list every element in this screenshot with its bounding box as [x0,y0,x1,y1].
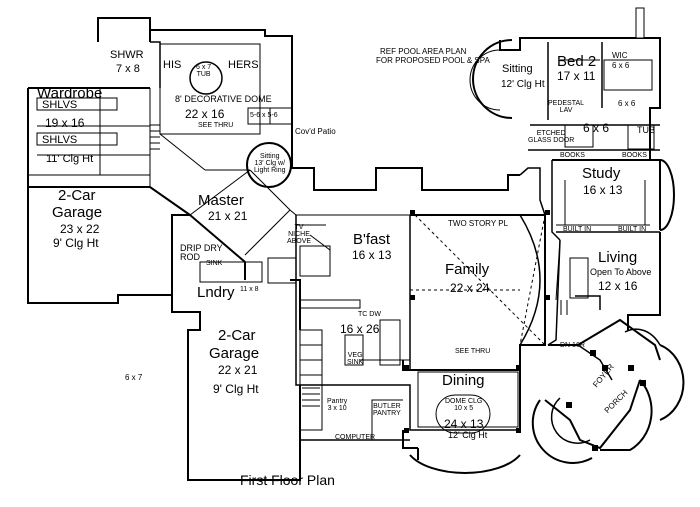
bed2-dim: 17 x 11 [557,69,596,83]
bfast-dim: 16 x 13 [352,248,392,262]
tv-niche-label: TV NICHE ABOVE [286,224,312,245]
stair-dn-label: DN 16R [560,342,585,349]
sitting-master-label: Sitting 13' Clg w/ Light Ring [254,153,286,174]
dining-label: Dining [442,372,485,389]
built-in-label-1: BUILT IN [563,226,592,233]
pool-note-line2: FOR PROPOSED POOL & SPA [376,56,490,65]
garage2-dim: 22 x 21 [218,363,258,377]
pool-note-line1: REF POOL AREA PLAN [380,47,467,56]
master-bath-dim: 22 x 16 [185,107,225,121]
garage2-label: 2-Car [218,327,256,344]
misc-dim: 6 x 7 [125,373,143,382]
living-label: Living [598,249,638,266]
kitchen-dim: 16 x 26 [340,322,380,336]
dining-dim: 24 x 13 [444,417,484,431]
dining-clg: 12' Clg Ht [448,430,488,440]
garage1-label: 2-Car [58,187,96,204]
garage2-label-b: Garage [209,345,260,362]
tub2-label: TUB [637,125,655,135]
wardrobe-dim: 19 x 16 [45,116,85,130]
study-label: Study [582,165,621,182]
etched-glass-label: ETCHED GLASS DOOR [528,130,575,144]
see-thru-dining: SEE THRU [455,348,491,355]
computer-label: COMPUTER [335,434,376,441]
shower-dim: 7 x 8 [116,63,140,75]
shower-label: SHWR [110,49,144,61]
decorative-dome-label: 8' DECORATIVE DOME [175,94,272,104]
plan-title: First Floor Plan [240,472,335,488]
garage1-dim: 23 x 22 [60,222,100,236]
laundry-label: Lndry [197,284,235,301]
veg-sink-label: VEG SINK [347,352,364,366]
bath2-dim: 6 x 6 [583,121,610,135]
sitting-bed-clg: 12' Clg Ht [501,79,545,90]
garage2-clg: 9' Clg Ht [213,382,259,396]
books-label-2: BOOKS [622,152,647,159]
bed2-label: Bed 2 [557,53,597,70]
study-dim: 16 x 13 [583,183,623,197]
dome-clg-label: DOME CLG 10 x 5 [445,398,483,412]
family-label: Family [445,261,490,278]
shelves-label-1: SHLVS [42,99,78,111]
small-bath-dim: 5-6 x 5-6 [250,112,278,119]
wic2-dim: 6 x 6 [618,99,636,108]
tc-dw-label: TC DW [358,311,381,318]
hers-label: HERS [228,59,259,71]
wardrobe-clg: 11' Clg Ht [46,153,94,165]
living-dim: 12 x 16 [598,279,638,293]
wic-label: WIC [612,51,628,60]
pedestal-lav-label: PEDESTAL LAV [548,100,585,114]
family-dim: 22 x 24 [450,281,490,295]
sink-label: SINK [206,260,223,267]
garage1-clg: 9' Clg Ht [53,236,99,250]
bfast-label: B'fast [353,231,391,248]
tub-label: 6 x 7 TUB [196,64,212,78]
wardrobe-label: Wardrobe [37,85,103,102]
his-label: HIS [163,59,182,71]
master-dim: 21 x 21 [208,209,248,223]
shelves-label-2: SHLVS [42,134,78,146]
two-story-label: TWO STORY PL [448,219,509,228]
see-thru-label: SEE THRU [198,122,234,129]
pantry-label: Pantry 3 x 10 [327,398,348,412]
butler-pantry-label: BUTLER PANTRY [373,403,401,417]
covered-patio-label: Cov'd Patio [295,127,336,136]
built-in-label-2: BUILT IN [618,226,647,233]
garage1-label-b: Garage [52,204,103,221]
books-label-1: BOOKS [560,152,585,159]
laundry-dim: 11 x 8 [240,286,259,293]
living-note: Open To Above [590,267,652,277]
wic-dim: 6 x 6 [612,61,630,70]
master-label: Master [198,192,244,209]
sitting-bed-label: Sitting [502,63,533,75]
drip-dry-label: DRIP DRY ROD [180,243,223,262]
